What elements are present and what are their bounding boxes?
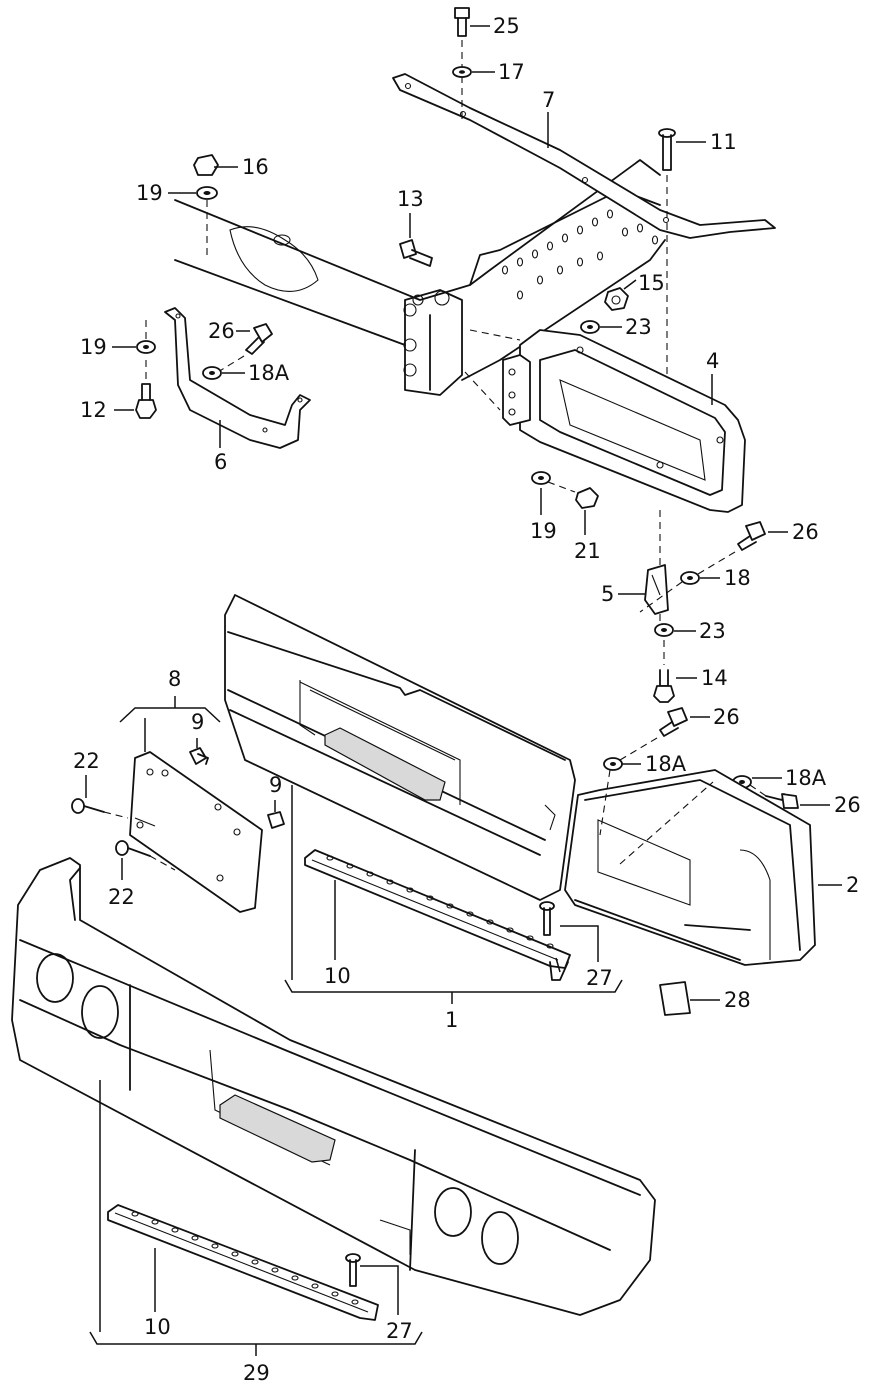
callout-18A: 18A (645, 752, 687, 776)
bolt-26b-icon (697, 521, 766, 575)
callout-17: 17 (498, 60, 525, 84)
callout-10: 10 (324, 964, 351, 988)
callout-22: 22 (108, 885, 135, 909)
washer-23-icon (580, 320, 600, 334)
bumper-assembly-1 (224, 594, 576, 901)
callout-10: 10 (144, 1315, 171, 1339)
step-plate-10b (107, 1204, 379, 1321)
upper-trim-strip (392, 73, 776, 239)
cover-28 (659, 981, 691, 1016)
callout-2: 2 (846, 873, 859, 897)
callout-12: 12 (80, 398, 107, 422)
bolt-12-icon (135, 360, 157, 419)
bolt-26c-icon (619, 707, 688, 761)
screw-27a-icon (539, 901, 555, 936)
bolt-13-icon (399, 239, 433, 267)
bolt-26d-icon (749, 784, 799, 809)
callout-1: 1 (445, 1008, 458, 1032)
washer-18Ab-icon (603, 757, 623, 771)
callout-26: 26 (208, 319, 235, 343)
callout-26: 26 (713, 705, 740, 729)
nut-21-icon (547, 481, 599, 509)
callout-23: 23 (699, 619, 726, 643)
callout-9: 9 (191, 710, 204, 734)
callout-26: 26 (834, 793, 861, 817)
callout-7: 7 (542, 88, 555, 112)
callout-27: 27 (586, 966, 613, 990)
washer-23b-icon (654, 623, 674, 665)
callout-19: 19 (136, 181, 163, 205)
washer-19c-icon (531, 471, 551, 485)
front-bumper-29 (11, 857, 656, 1316)
callout-19: 19 (530, 519, 557, 543)
callout-26: 26 (792, 520, 819, 544)
callout-22: 22 (73, 749, 100, 773)
callout-11: 11 (710, 130, 737, 154)
leader-lines (85, 25, 842, 1356)
callout-5: 5 (601, 582, 614, 606)
nut-15-icon (604, 287, 629, 311)
washer-18-icon (639, 571, 700, 613)
callout-9: 9 (269, 773, 282, 797)
frame-rail (174, 159, 666, 411)
bolt-14-icon (653, 669, 675, 703)
screw-22a-icon (71, 798, 129, 819)
washer-17-icon (452, 66, 472, 78)
callout-labels: 25 17 7 11 16 19 13 15 23 26 19 18A 4 12… (73, 14, 861, 1385)
callout-28: 28 (724, 988, 751, 1012)
callout-18A: 18A (248, 361, 290, 385)
callout-13: 13 (397, 187, 424, 211)
callout-6: 6 (214, 450, 227, 474)
callout-23: 23 (625, 315, 652, 339)
callout-25: 25 (493, 14, 520, 38)
plate-bracket-8 (129, 751, 263, 913)
washer-19-icon (196, 186, 218, 200)
callout-15: 15 (638, 271, 665, 295)
headlamp-unit-2 (564, 769, 816, 966)
washer-18A-icon (202, 366, 222, 380)
support-bracket (164, 307, 311, 449)
callout-29: 29 (243, 1361, 270, 1385)
callout-18: 18 (724, 566, 751, 590)
headlamp-housing (502, 329, 746, 570)
nut-16-icon (193, 154, 219, 255)
callout-19: 19 (80, 335, 107, 359)
rivet-11-icon (658, 128, 676, 380)
bolt-9b-icon (267, 811, 285, 829)
step-plate-10a (304, 849, 571, 981)
callout-27: 27 (386, 1319, 413, 1343)
clip-bracket-5 (644, 564, 669, 625)
bolt-26a-icon (217, 323, 273, 373)
callout-4: 4 (706, 349, 719, 373)
screw-27b-icon (345, 1253, 361, 1287)
callout-8: 8 (168, 667, 181, 691)
bolt-25-icon (454, 7, 470, 120)
bolt-9a-icon (189, 747, 209, 765)
callout-14: 14 (701, 666, 728, 690)
screw-22b-icon (115, 840, 176, 871)
washer-19b-icon (136, 320, 156, 354)
callout-21: 21 (574, 539, 601, 563)
callout-16: 16 (242, 155, 269, 179)
callout-18A: 18A (785, 766, 827, 790)
